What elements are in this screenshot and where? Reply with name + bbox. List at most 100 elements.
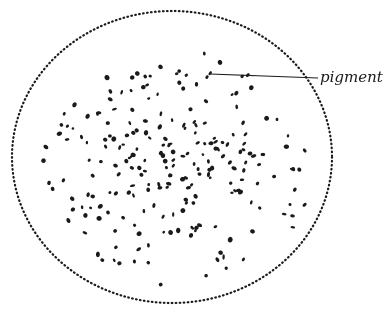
pigment-granule: [250, 200, 253, 205]
pigment-granule: [288, 203, 291, 206]
pigment-granule: [220, 140, 225, 144]
pigment-granule: [103, 144, 107, 149]
pigment-granule: [141, 85, 146, 90]
pigment-granule: [97, 203, 104, 210]
pigment-granule: [302, 148, 307, 153]
pigment-granule: [165, 185, 169, 189]
pigment-granule: [227, 236, 233, 243]
pigment-granule: [144, 130, 149, 136]
pigment-granule: [188, 107, 193, 112]
pigment-granule: [208, 71, 213, 76]
pigment-granule: [171, 163, 175, 168]
pigment-granule: [85, 113, 91, 120]
pigment-granule: [56, 131, 63, 137]
pigment-granule: [284, 144, 289, 148]
pigment-granule: [190, 225, 195, 230]
pigment-granule: [134, 70, 140, 76]
pigment-granule: [120, 90, 124, 95]
pigment-granule: [249, 228, 255, 234]
pigment-granule: [118, 145, 122, 150]
pigment-granule: [112, 107, 117, 111]
pigment-granule: [161, 143, 166, 147]
pigment-granules: [40, 51, 307, 287]
pigment-granule: [106, 210, 111, 215]
pigment-granule: [183, 197, 189, 202]
pigment-granule: [143, 169, 148, 172]
pigment-granule: [185, 151, 190, 156]
pigment-granule: [272, 174, 277, 178]
pigment-granule: [143, 209, 146, 213]
pigment-granule: [242, 168, 246, 173]
pigment-granule: [62, 112, 66, 116]
pigment-granule: [126, 189, 132, 195]
pigment-granule: [129, 89, 133, 93]
pigment-granule: [243, 132, 248, 137]
pigment-granule: [71, 101, 77, 108]
pigment-granule: [86, 141, 88, 145]
pigment-granule: [103, 74, 110, 81]
pigment-granule: [248, 84, 254, 90]
pigment-granule: [292, 187, 297, 192]
pigment-granule: [146, 187, 150, 192]
pigment-granule: [225, 142, 230, 148]
pigment-granule: [116, 171, 121, 177]
pigment-granule: [220, 153, 226, 159]
pigment-granule: [276, 118, 279, 121]
pigment-granule: [59, 122, 64, 127]
pigment-granule: [159, 111, 162, 116]
pigment-granule: [197, 172, 202, 176]
pigment-granule: [121, 215, 126, 220]
pigment-granule: [102, 137, 108, 142]
pigment-granule: [130, 184, 136, 188]
pigment-granule: [133, 259, 136, 263]
pigment-granule: [112, 258, 116, 262]
pigment-granule: [106, 121, 110, 125]
pigment-granule: [213, 225, 218, 229]
pigment-granule: [193, 131, 197, 135]
pigment-granule: [257, 163, 262, 167]
pigment-granule: [117, 261, 122, 266]
pigment-granule: [287, 134, 290, 137]
pigment-granule: [264, 116, 269, 121]
pigment-granule: [161, 214, 165, 219]
pigment-granule: [143, 158, 147, 162]
pigment-granule: [222, 254, 225, 259]
pigment-granule: [157, 124, 163, 131]
pigment-granule: [143, 119, 149, 124]
pigment-granule: [129, 165, 134, 170]
pigment-granule: [171, 158, 176, 163]
pigment-granule: [146, 260, 151, 265]
pigment-granule: [152, 203, 156, 208]
pigment-granule: [302, 202, 307, 207]
pigment-granule: [191, 201, 196, 206]
pigment-granule: [50, 186, 55, 191]
pigment-granule: [136, 165, 142, 171]
pigment-granule: [143, 74, 148, 79]
pigment-granule: [180, 155, 185, 158]
pigment-granule: [203, 142, 207, 146]
pigment-granule: [205, 75, 209, 80]
pigment-granule: [217, 59, 223, 65]
pigment-granule: [89, 206, 93, 210]
pigment-granule: [87, 158, 91, 162]
pigment-granule: [184, 73, 189, 78]
pigment-granule: [136, 246, 142, 252]
pigment-granule: [162, 158, 168, 164]
pigment-granule: [135, 147, 138, 151]
pigment-granule: [213, 139, 219, 144]
pigment-granule: [242, 141, 247, 146]
pigment-granule: [196, 167, 199, 171]
pigment-granule: [162, 136, 168, 142]
pigment-granule: [202, 121, 207, 125]
pigment-granule: [129, 107, 135, 113]
pigment-granule: [148, 74, 152, 78]
pigment-granule: [172, 212, 174, 217]
pigment-granule: [233, 90, 239, 96]
pigment-granule: [181, 86, 185, 91]
pigment-granule: [204, 274, 208, 278]
pigment-granule: [290, 214, 295, 218]
pigment-granule: [108, 89, 113, 95]
pigment-granule: [136, 230, 143, 237]
pigment-granule: [128, 121, 132, 126]
pigment-granule: [188, 232, 194, 238]
